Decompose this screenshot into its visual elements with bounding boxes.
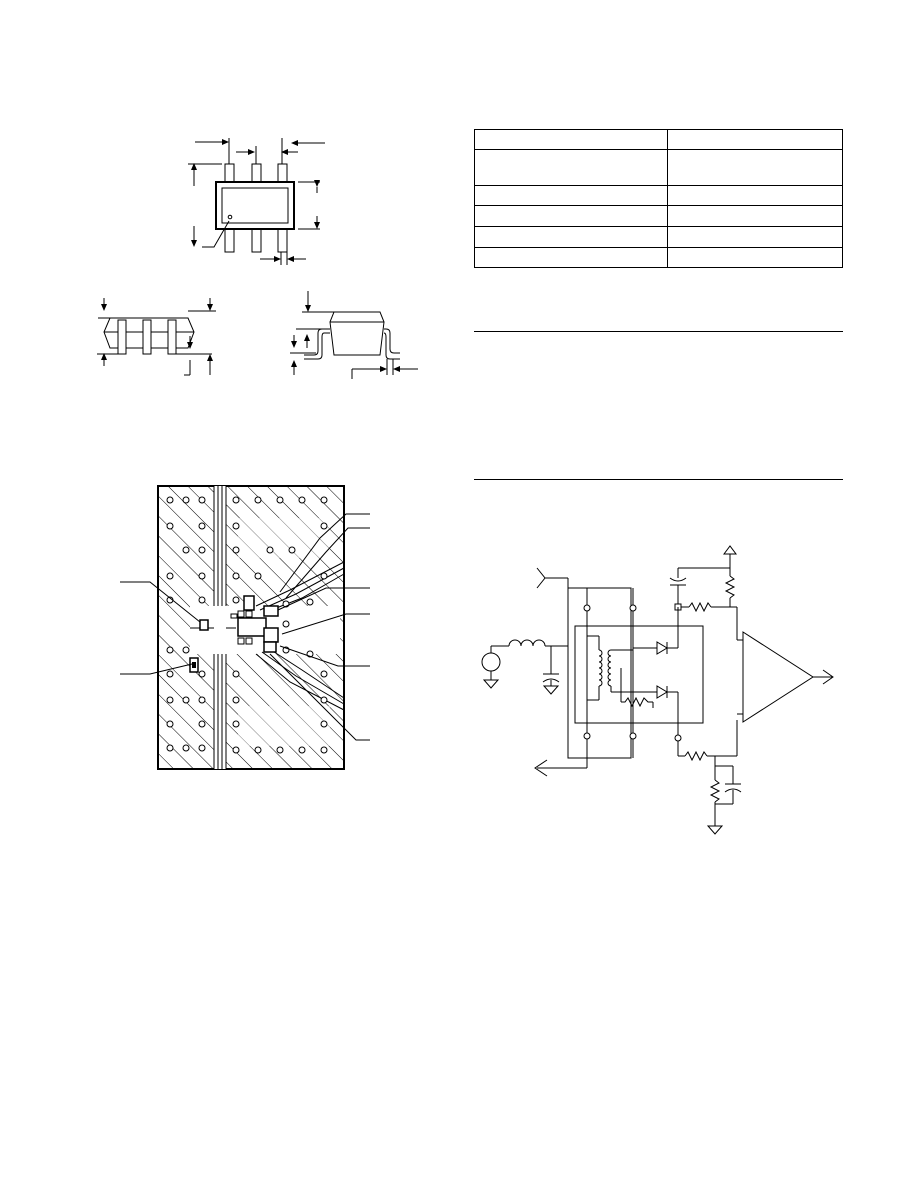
- spec-value-cell: [667, 247, 843, 268]
- rf-source: [481, 645, 509, 689]
- ground-bottom: [706, 816, 724, 835]
- pcb-layout: [120, 485, 370, 770]
- spec-row: [474, 205, 843, 227]
- front-lead-3: [167, 319, 177, 355]
- shunt-cap-input: [542, 646, 560, 695]
- package-profile-view: [290, 291, 418, 379]
- spec-label-cell: [474, 205, 668, 227]
- res-bottom-series: [677, 720, 738, 762]
- ic-box: [574, 625, 704, 724]
- front-lead-1: [117, 319, 127, 355]
- spec-value-cell: [667, 149, 843, 186]
- outer-module: [567, 587, 632, 759]
- spec-table: [474, 129, 843, 268]
- res-top-series: [681, 601, 738, 640]
- pcb-vias: [166, 496, 328, 754]
- detector-schematic: [481, 545, 834, 835]
- spec-row: [474, 185, 843, 206]
- front-lead-2: [142, 319, 152, 355]
- rf-input-arrow: [536, 567, 569, 589]
- spec-value-cell: [667, 185, 843, 206]
- package-front-view: [97, 298, 216, 376]
- pin1-dot: [227, 214, 233, 220]
- output-arrow-left: [534, 758, 588, 777]
- package-body: [215, 181, 295, 230]
- internal-resistor: [620, 668, 654, 708]
- lead-bottom-2: [251, 227, 262, 253]
- inductor: [508, 639, 568, 647]
- spec-row: [474, 149, 843, 186]
- spec-label-cell: [474, 129, 668, 150]
- pcb-res-2: [263, 627, 279, 643]
- diode-lower: [611, 685, 678, 699]
- lead-bottom-3: [277, 227, 288, 253]
- bottom-shunt: [709, 756, 742, 816]
- pcb-cap-2: [199, 619, 209, 631]
- spec-row: [474, 226, 843, 248]
- package-inner-outline: [221, 187, 289, 224]
- section-rule-2: [474, 479, 843, 480]
- diode-upper: [633, 641, 678, 655]
- profile-body: [329, 311, 385, 356]
- profile-lead-right: [384, 328, 400, 354]
- spec-value-cell: [667, 205, 843, 227]
- pcb-cap-1: [243, 595, 255, 611]
- pcb-ic: [237, 617, 267, 637]
- supply-arrow: [723, 545, 737, 607]
- section-rule-1: [474, 331, 843, 332]
- op-amp: [737, 631, 834, 723]
- package-top-view: [188, 138, 325, 265]
- pcb-callout-leaders: [120, 513, 370, 741]
- spec-value-cell: [667, 129, 843, 150]
- spec-label-cell: [474, 149, 668, 186]
- transformer: [587, 635, 633, 701]
- spec-label-cell: [474, 226, 668, 248]
- lead-bottom-1: [224, 227, 235, 253]
- spec-row: [474, 129, 843, 150]
- pcb-res-1: [263, 605, 279, 617]
- spec-label-cell: [474, 185, 668, 206]
- spec-label-cell: [474, 247, 668, 268]
- cap-top: [669, 567, 730, 604]
- spec-value-cell: [667, 226, 843, 248]
- spec-row: [474, 247, 843, 268]
